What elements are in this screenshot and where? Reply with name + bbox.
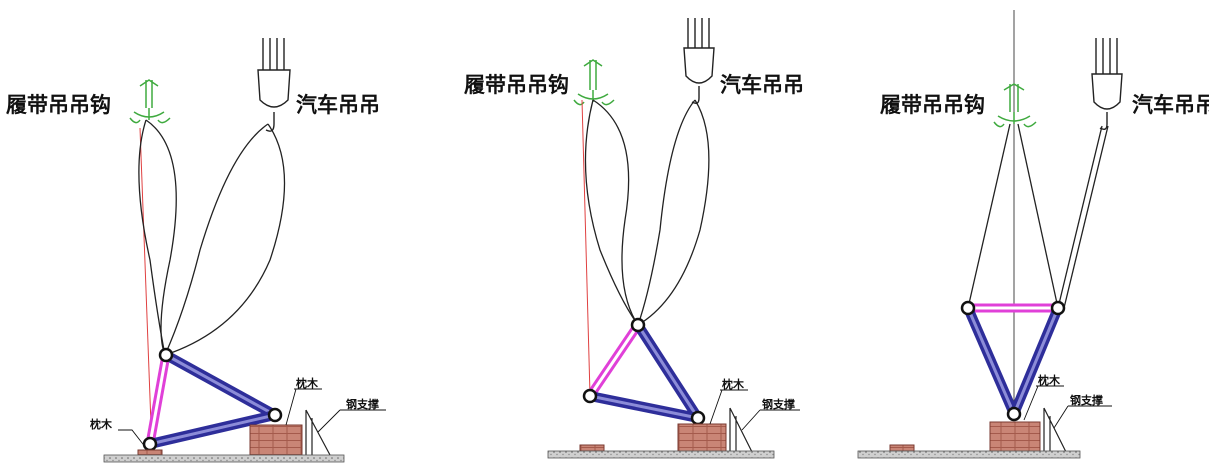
timber-label-left: 枕木: [90, 417, 113, 431]
crawler-hook-label: 履带吊吊钩: [6, 93, 111, 117]
sling-ropes: [138, 119, 286, 356]
steel-support-label: 钢支撑: [762, 397, 795, 411]
panel-2: 履带吊吊钩 汽车吊吊 枕木: [464, 18, 804, 459]
timber-small: [579, 444, 605, 452]
sling-ropes: [967, 123, 1109, 309]
timber-label-right: 枕木: [296, 376, 319, 390]
truck-hook-label: 汽车吊吊: [1132, 93, 1209, 117]
timber-small: [889, 444, 915, 452]
timber-label-right: 枕木: [1038, 373, 1061, 387]
truck-hook-icon: [257, 38, 291, 132]
panel-3: 履带吊吊钩 汽车吊吊 枕木 钢支撑: [857, 10, 1209, 459]
ground: [547, 450, 775, 459]
truck-hook-icon: [1091, 38, 1123, 131]
frame: [960, 300, 1066, 422]
steel-support: [1043, 407, 1067, 453]
crawler-hook-icon: [129, 79, 171, 124]
timber-stack: [989, 421, 1041, 453]
plumb-line: [581, 99, 591, 396]
truck-hook-label: 汽车吊吊: [720, 73, 804, 97]
steel-support-label: 钢支撑: [346, 397, 379, 411]
timber-stack: [677, 423, 727, 453]
sling-ropes: [584, 99, 710, 326]
plumb-line: [139, 127, 153, 453]
truck-hook-label: 汽车吊吊: [296, 93, 380, 117]
truck-hook-icon: [683, 18, 715, 105]
crawler-hook-icon: [993, 83, 1037, 128]
steel-support: [729, 407, 753, 453]
ground: [103, 454, 345, 463]
steel-support-label: 钢支撑: [1070, 393, 1103, 407]
crawler-hook-icon: [573, 59, 615, 106]
timber-label-right: 枕木: [722, 377, 745, 391]
panel-1: 履带吊吊钩 汽车吊吊: [6, 38, 386, 463]
crawler-hook-label: 履带吊吊钩: [464, 73, 569, 97]
ground: [857, 450, 1081, 459]
steel-support: [305, 409, 331, 456]
frame: [142, 347, 283, 452]
timber-stack: [249, 424, 303, 456]
crawler-hook-label: 履带吊吊钩: [880, 93, 985, 117]
frame: [582, 317, 706, 426]
